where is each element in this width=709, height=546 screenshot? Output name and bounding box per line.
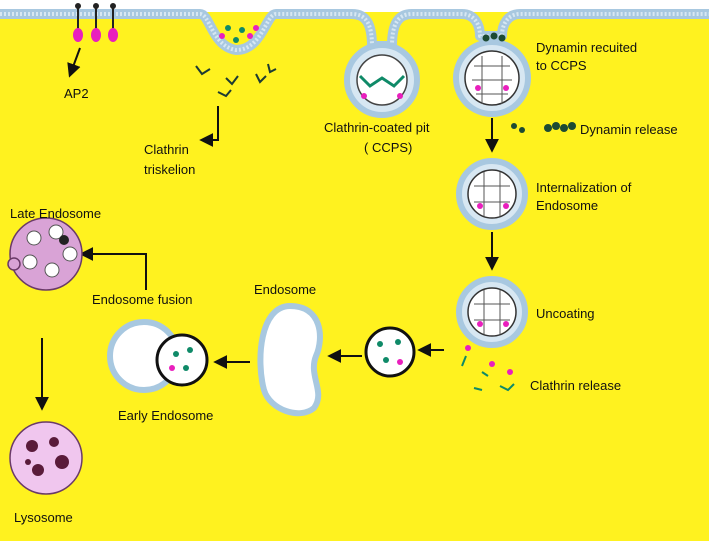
endosome (257, 302, 323, 417)
fusion-arrow (79, 247, 147, 290)
ap2-receptors (73, 3, 118, 42)
late-endosome (7, 217, 83, 291)
label-ccps: ( CCPS) (364, 140, 413, 155)
label-to-ccps: to CCPS (536, 58, 587, 73)
label-uncoating: Uncoating (536, 306, 595, 321)
uncoated-vesicle (364, 326, 416, 378)
label-internalization: Internalization of (536, 180, 632, 195)
label-early-endosome: Early Endosome (118, 408, 214, 423)
lysosome (9, 421, 83, 495)
dynamin-vesicle (453, 32, 531, 117)
label-ap2: AP2 (64, 86, 89, 101)
label-endosome: Endosome (254, 282, 317, 297)
label-clathrin-coated-pit: Clathrin-coated pit (324, 120, 430, 135)
early-endosome (107, 319, 209, 393)
ap2-arrow (67, 47, 81, 78)
pit-cargo (219, 25, 259, 43)
uncoating-vesicle (456, 276, 528, 348)
label-internalization-endosome: Endosome (536, 198, 599, 213)
clathrin-release-fragments (461, 355, 515, 392)
internalized-vesicle (456, 158, 528, 230)
triskelion-arrow (199, 106, 219, 147)
label-late-endosome: Late Endosome (10, 206, 102, 221)
dynamin-release-dots (511, 122, 576, 133)
label-dynamin-release: Dynamin release (580, 122, 678, 137)
label-lysosome: Lysosome (14, 510, 73, 525)
label-triskelion: triskelion (144, 162, 196, 177)
label-dynamin-recruited: Dynamin recuited (536, 40, 638, 55)
label-endosome-fusion: Endosome fusion (92, 292, 193, 307)
label-clathrin-release: Clathrin release (530, 378, 622, 393)
clathrin-coated-pit (344, 42, 420, 118)
free-triskelions (195, 63, 277, 98)
label-clathrin: Clathrin (144, 142, 189, 157)
